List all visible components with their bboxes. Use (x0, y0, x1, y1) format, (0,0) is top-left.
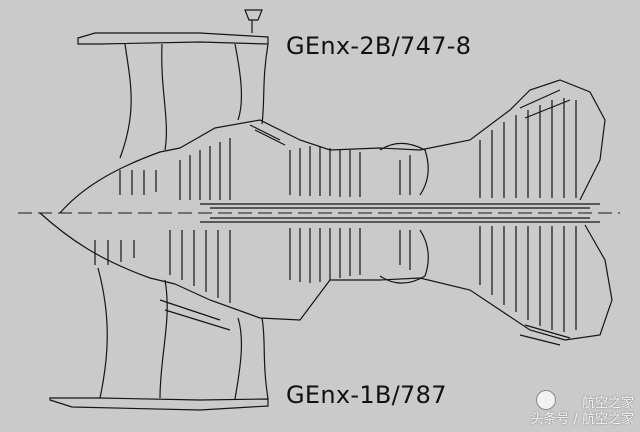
watermark-line-2: 头条号 / 航空之家 (530, 412, 634, 427)
top-spinner (59, 147, 181, 214)
top-pylon-mount (244, 9, 263, 33)
top-combustor (379, 142, 429, 196)
top-compressor (289, 146, 361, 197)
bottom-turbine (479, 226, 577, 332)
bottom-fan-blade (97, 267, 168, 399)
watermark: 航空之家 头条号 / 航空之家 (530, 396, 634, 428)
top-nacelle (77, 32, 269, 45)
bottom-engine-label: GEnx-1B/787 (286, 381, 447, 409)
bottom-booster (169, 230, 231, 303)
top-fan-blade (119, 43, 168, 159)
bottom-spinner (39, 212, 176, 285)
top-shaft (200, 203, 600, 209)
top-booster (179, 138, 231, 200)
top-engine-half (59, 9, 606, 214)
bottom-combustor (379, 229, 429, 284)
watermark-logo-icon (536, 390, 556, 410)
bottom-compressor (289, 228, 361, 283)
top-engine-label: GEnx-2B/747-8 (286, 32, 472, 60)
watermark-line-1: 航空之家 (581, 396, 634, 411)
bottom-nacelle (49, 397, 269, 411)
top-core-cowl (179, 79, 606, 201)
bottom-core-cowl (174, 224, 613, 341)
bottom-shaft (200, 217, 600, 223)
top-turbine (479, 98, 577, 198)
bottom-engine-half (39, 212, 613, 411)
